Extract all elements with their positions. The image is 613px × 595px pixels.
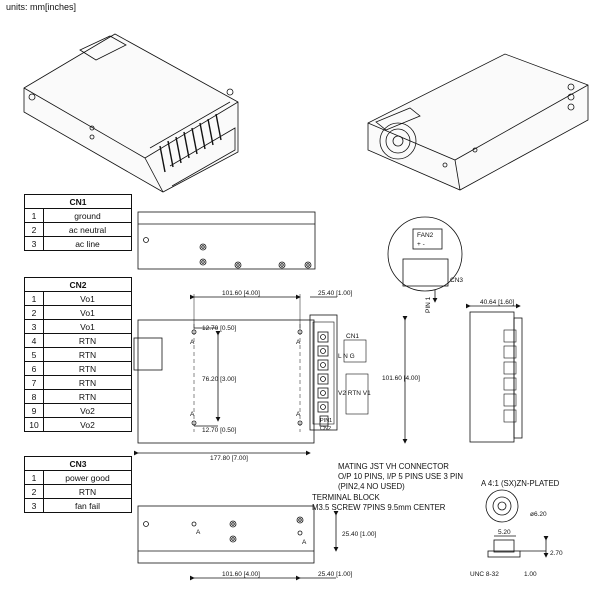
mark-a-bl: A bbox=[190, 411, 195, 418]
dim-270: 2.70 bbox=[550, 550, 563, 557]
iso-view-rear bbox=[367, 53, 589, 191]
dim-520: 5.20 bbox=[498, 529, 511, 536]
cn3-callout: CN3 bbox=[450, 277, 463, 284]
note-screw: M3.5 SCREW 7PINS 9.5mm CENTER bbox=[312, 503, 446, 512]
v2rtnv1-label: V2 RTN V1 bbox=[338, 390, 371, 397]
dim-101-vertical: 101.60 [4.00] bbox=[382, 375, 420, 382]
mark-a-tl: A bbox=[190, 339, 195, 346]
cn2-inline-label: CN2 bbox=[320, 426, 331, 432]
pin-function: fan fail bbox=[43, 498, 132, 513]
note-mating: MATING JST VH CONNECTOR bbox=[338, 462, 449, 471]
dim-40: 40.64 [1.60] bbox=[480, 299, 515, 306]
side-view-top bbox=[137, 211, 316, 270]
dim-620: ø6.20 bbox=[530, 511, 547, 518]
dim-12-top: 12.70 [0.50] bbox=[202, 325, 237, 332]
dim-25-top: 25.40 [1.00] bbox=[318, 290, 353, 297]
mark-a-b2: A bbox=[302, 539, 307, 546]
side-view-bottom bbox=[137, 505, 339, 581]
mark-a-br: A bbox=[296, 411, 301, 418]
dim-177: 177.80 [7.00] bbox=[210, 455, 248, 462]
dim-101-bottom: 101.60 [4.00] bbox=[222, 571, 260, 578]
note-unused: (PIN2,4 NO USED) bbox=[338, 482, 405, 491]
note-terminal: TERMINAL BLOCK bbox=[312, 493, 381, 502]
fan2-label: FAN2 bbox=[417, 232, 434, 239]
cn1-inline-label: CN1 bbox=[346, 333, 359, 340]
mark-a-tr: A bbox=[296, 339, 301, 346]
dim-unc: UNC 8-32 bbox=[470, 571, 499, 578]
pin-function: Vo2 bbox=[43, 417, 132, 432]
pin-function: ac line bbox=[43, 236, 132, 251]
screw-detail bbox=[485, 489, 549, 558]
dim-25-bottom-vertical: 25.40 [1.00] bbox=[342, 531, 377, 538]
pin1-callout: PIN 1 bbox=[425, 296, 432, 313]
units-label: units: mm[inches] bbox=[6, 2, 77, 12]
dim-25-bottom: 25.40 [1.00] bbox=[318, 571, 353, 578]
note-pins: O/P 10 PINS, I/P 5 PINS USE 3 PIN bbox=[338, 472, 463, 481]
scale-label: A 4:1 (SX)ZN-PLATED bbox=[481, 479, 560, 488]
side-view-right bbox=[466, 303, 523, 443]
mark-a-b1: A bbox=[196, 529, 201, 536]
pin1-cn2-label: PIN1 bbox=[320, 418, 332, 424]
fan-connector-callout bbox=[387, 216, 463, 303]
dim-101-top: 101.60 [4.00] bbox=[222, 290, 260, 297]
dim-12-bot: 12.70 [0.50] bbox=[202, 427, 237, 434]
fan2-polarity: + - bbox=[417, 241, 425, 248]
iso-view-front bbox=[23, 33, 239, 193]
dim-76: 76.20 [3.00] bbox=[202, 376, 237, 383]
top-view bbox=[133, 294, 408, 456]
dim-100: 1.00 bbox=[524, 571, 537, 578]
lng-label: L N G bbox=[338, 353, 355, 360]
